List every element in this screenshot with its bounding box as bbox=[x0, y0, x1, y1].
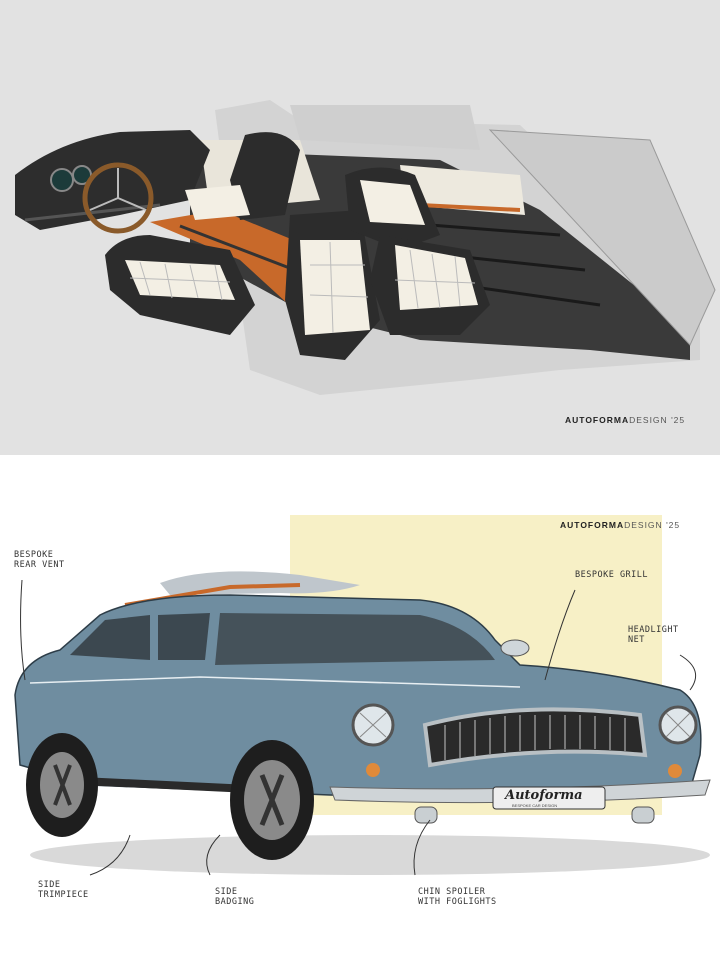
exterior-sketch-drawing bbox=[14, 515, 711, 876]
annotation-line: Side bbox=[215, 887, 238, 897]
annotation-line: Side bbox=[38, 880, 61, 890]
annotation-line: net bbox=[628, 635, 645, 645]
watermark-year: '25 bbox=[671, 415, 686, 425]
watermark-year: '25 bbox=[666, 520, 681, 530]
annotation-line: rear vent bbox=[14, 560, 65, 570]
watermark-brand: AUTOFORMA bbox=[560, 520, 625, 530]
annotation-line: trimpiece bbox=[38, 890, 89, 900]
exterior-sketch-panel: AUTOFORMADESIGN '25 Autoforma BESPOKE CA… bbox=[0, 455, 720, 960]
annotation-line: badging bbox=[215, 897, 255, 907]
annotation-line: Headlight bbox=[628, 625, 679, 635]
annotation-side-badging: Side badging bbox=[215, 887, 254, 907]
annotation-rear-vent: Bespoke rear vent bbox=[14, 550, 65, 570]
interior-sketch-drawing bbox=[15, 100, 716, 395]
exterior-watermark: AUTOFORMADESIGN '25 bbox=[560, 520, 680, 530]
grille-badge-script: Autoforma bbox=[505, 788, 583, 803]
annotation-chin-spoiler: Chin spoiler with foglights bbox=[418, 887, 497, 907]
annotation-side-trim: Side trimpiece bbox=[38, 880, 89, 900]
watermark-brand: AUTOFORMA bbox=[565, 415, 630, 425]
watermark-suffix: DESIGN bbox=[624, 520, 663, 530]
interior-watermark: AUTOFORMADESIGN '25 bbox=[565, 415, 685, 425]
watermark-suffix: DESIGN bbox=[629, 415, 668, 425]
annotation-line: Bespoke bbox=[14, 550, 54, 560]
annotation-headlight: Headlight net bbox=[628, 625, 679, 645]
grille-badge-tagline: BESPOKE CAR DESIGN bbox=[512, 803, 558, 808]
annotation-line: Chin spoiler bbox=[418, 887, 486, 897]
annotation-line: with foglights bbox=[418, 897, 497, 907]
interior-sketch-panel: AUTOFORMADESIGN '25 bbox=[0, 0, 720, 455]
annotation-grill: Bespoke grill bbox=[575, 570, 648, 580]
annotation-line: Bespoke grill bbox=[575, 570, 649, 580]
